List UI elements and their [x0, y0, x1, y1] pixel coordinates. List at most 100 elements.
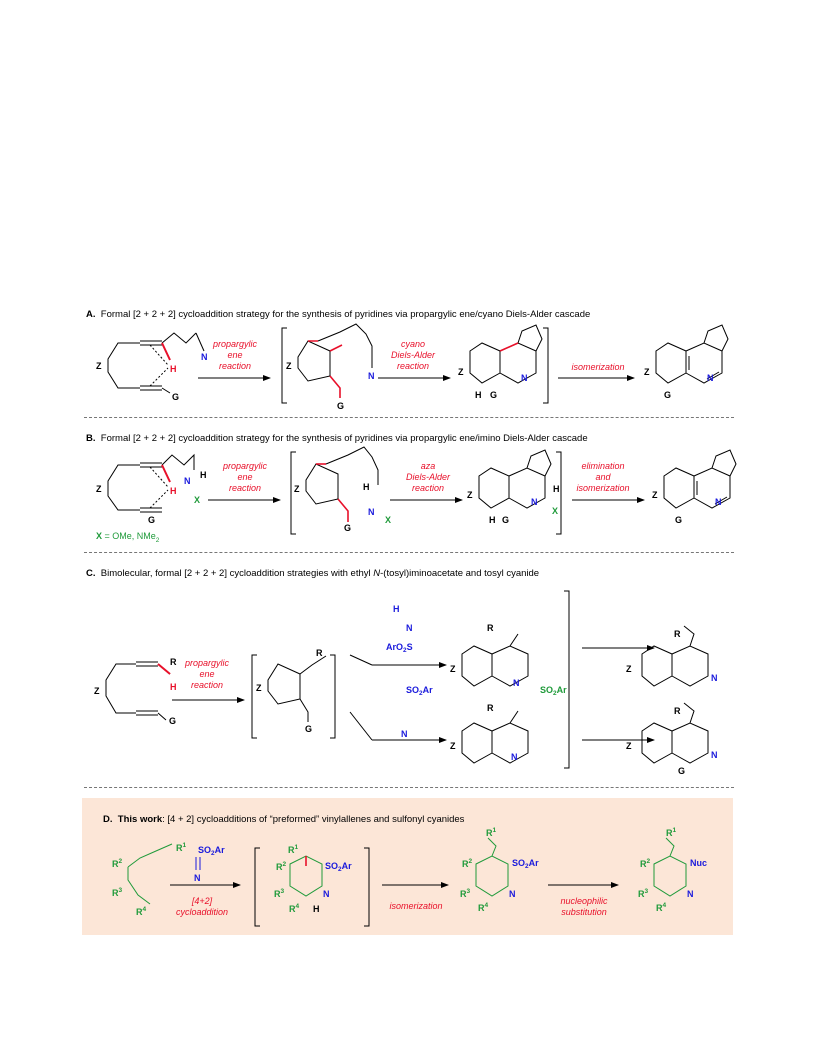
svg-text:N: N: [323, 889, 330, 899]
d-step2-label: isomerization: [389, 901, 443, 911]
svg-text:R2: R2: [462, 858, 473, 869]
a-step2-label: cyano Diels-Alder reaction: [390, 339, 435, 371]
svg-text:G: G: [664, 390, 671, 400]
svg-text:SO2Ar: SO2Ar: [325, 861, 352, 873]
svg-text:G: G: [148, 515, 155, 525]
svg-text:Z: Z: [644, 367, 650, 377]
svg-text:R4: R4: [656, 902, 667, 913]
section-b-title: B. Formal [2 + 2 + 2] cycloaddition stra…: [86, 433, 588, 444]
svg-text:G: G: [169, 716, 176, 726]
svg-text:Z: Z: [94, 686, 100, 696]
svg-text:R3: R3: [274, 888, 285, 899]
b-product: [663, 449, 737, 509]
b-reactant: [107, 453, 195, 513]
c-intermediate: [267, 655, 327, 722]
svg-text:Z: Z: [450, 664, 456, 674]
svg-text:R: R: [674, 629, 681, 639]
c-step1-label: propargylic ene reaction: [184, 658, 230, 690]
divider-1: [84, 417, 734, 418]
section-d-title: D. This work: [4 + 2] cycloadditions of …: [103, 814, 465, 825]
svg-text:R: R: [316, 648, 323, 658]
svg-text:R4: R4: [136, 906, 147, 917]
svg-text:R2: R2: [640, 858, 651, 869]
svg-text:R1: R1: [666, 827, 677, 838]
svg-text:N: N: [511, 752, 518, 762]
svg-text:G: G: [172, 392, 179, 402]
svg-text:R4: R4: [289, 903, 300, 914]
a-bracket-left: [281, 327, 287, 404]
section-c-title: C. Bimolecular, formal [2 + 2 + 2] cyclo…: [86, 568, 540, 579]
c-lower-adduct: [461, 710, 529, 764]
svg-text:ArO2S: ArO2S: [386, 642, 413, 654]
svg-text:X: X: [194, 495, 200, 505]
svg-text:R3: R3: [638, 888, 649, 899]
svg-text:N: N: [509, 889, 516, 899]
d-pyridine: [475, 837, 509, 897]
b-step1-label: propargylic ene reaction: [222, 461, 268, 493]
svg-text:N: N: [707, 373, 714, 383]
svg-text:N: N: [368, 371, 375, 381]
svg-text:Z: Z: [294, 484, 300, 494]
svg-text:R2: R2: [112, 858, 123, 869]
svg-text:N: N: [687, 889, 694, 899]
svg-text:N: N: [521, 373, 528, 383]
divider-3: [84, 787, 734, 788]
svg-text:N: N: [184, 476, 191, 486]
svg-text:H: H: [553, 484, 560, 494]
svg-text:R2: R2: [276, 861, 287, 872]
d-vinylallene: [127, 843, 173, 905]
svg-text:SO2Ar: SO2Ar: [540, 685, 567, 697]
svg-text:G: G: [337, 401, 344, 411]
svg-text:X: X: [552, 506, 558, 516]
svg-text:H: H: [363, 482, 370, 492]
svg-text:G: G: [502, 515, 509, 525]
svg-text:R: R: [487, 623, 494, 633]
svg-text:R3: R3: [460, 888, 471, 899]
svg-text:SO2Ar: SO2Ar: [198, 845, 225, 857]
d-sulfonyl-cyanide: [195, 857, 201, 870]
d-step1-label: [4+2] cycloaddition: [175, 896, 229, 917]
svg-text:SO2Ar: SO2Ar: [406, 685, 433, 697]
c-reactant: [105, 661, 171, 721]
svg-text:N: N: [711, 673, 718, 683]
svg-text:H: H: [393, 604, 400, 614]
svg-text:H: H: [489, 515, 496, 525]
svg-text:N: N: [401, 729, 408, 739]
a-product: [655, 324, 729, 384]
svg-text:Z: Z: [626, 664, 632, 674]
d-substituted-pyridine: [653, 837, 687, 897]
svg-text:N: N: [194, 873, 201, 883]
section-d-panel: [82, 798, 733, 935]
a-step3-label: isomerization: [571, 362, 625, 372]
svg-text:H: H: [475, 390, 482, 400]
svg-text:N: N: [711, 750, 718, 760]
svg-text:Z: Z: [96, 484, 102, 494]
b-step3-label: elimination and isomerization: [576, 461, 630, 493]
d-step3-label: nucleophilic substitution: [560, 896, 608, 917]
a-reactant: [107, 332, 205, 394]
svg-text:G: G: [344, 523, 351, 533]
a-Z: Z: [96, 361, 102, 371]
b-intermediate: [305, 446, 379, 522]
c-upper-adduct: [461, 633, 529, 687]
svg-text:Z: Z: [467, 490, 473, 500]
a-bracket-right: [543, 327, 549, 404]
svg-text:R1: R1: [486, 827, 497, 838]
svg-text:X: X: [385, 515, 391, 525]
svg-text:R: R: [487, 703, 494, 713]
section-a-title: A. Formal [2 + 2 + 2] cycloaddition stra…: [86, 309, 591, 320]
svg-text:N: N: [406, 623, 413, 633]
svg-text:Nuc: Nuc: [690, 858, 707, 868]
b-x-note: X = OMe, NMe2: [96, 531, 160, 544]
svg-text:R3: R3: [112, 887, 123, 898]
svg-text:Z: Z: [256, 683, 262, 693]
c-upper-product: [641, 625, 709, 687]
svg-text:R1: R1: [288, 844, 299, 855]
a-step1-label: propargylic ene reaction: [212, 339, 258, 371]
svg-text:R: R: [674, 706, 681, 716]
b-cycloadduct: [478, 449, 552, 509]
svg-text:N: N: [531, 497, 538, 507]
svg-text:SO2Ar: SO2Ar: [512, 858, 539, 870]
svg-text:H: H: [200, 470, 207, 480]
